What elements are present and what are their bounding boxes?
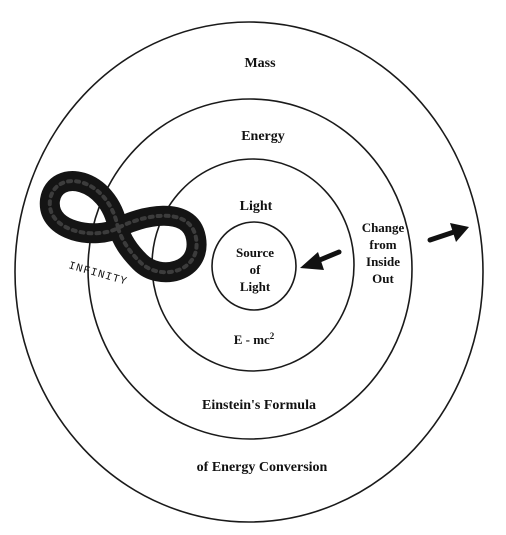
source-label-line2: of [250,262,262,277]
infinity-symbol-icon [39,171,207,283]
change-label-line1: Change [362,220,405,235]
energy-conversion-label: of Energy Conversion [197,460,328,475]
arrow-left-icon [300,249,342,270]
change-label-line4: Out [372,271,394,286]
energy-label: Energy [241,129,285,144]
change-label-line2: from [369,237,396,252]
formula-label: E - mc2 [234,331,275,347]
change-label-line3: Inside [366,254,400,269]
source-label-line1: Source [236,245,274,260]
outer-circle-mass [14,21,484,523]
arrow-right-icon [427,223,469,243]
einstein-formula-label: Einstein's Formula [202,398,316,413]
infinity-label: INFINITY [67,260,129,288]
source-label-line3: Light [240,279,271,294]
circle-energy [87,98,413,440]
light-label: Light [240,199,273,214]
inner-circle-source [211,221,297,311]
mass-label: Mass [244,56,276,71]
